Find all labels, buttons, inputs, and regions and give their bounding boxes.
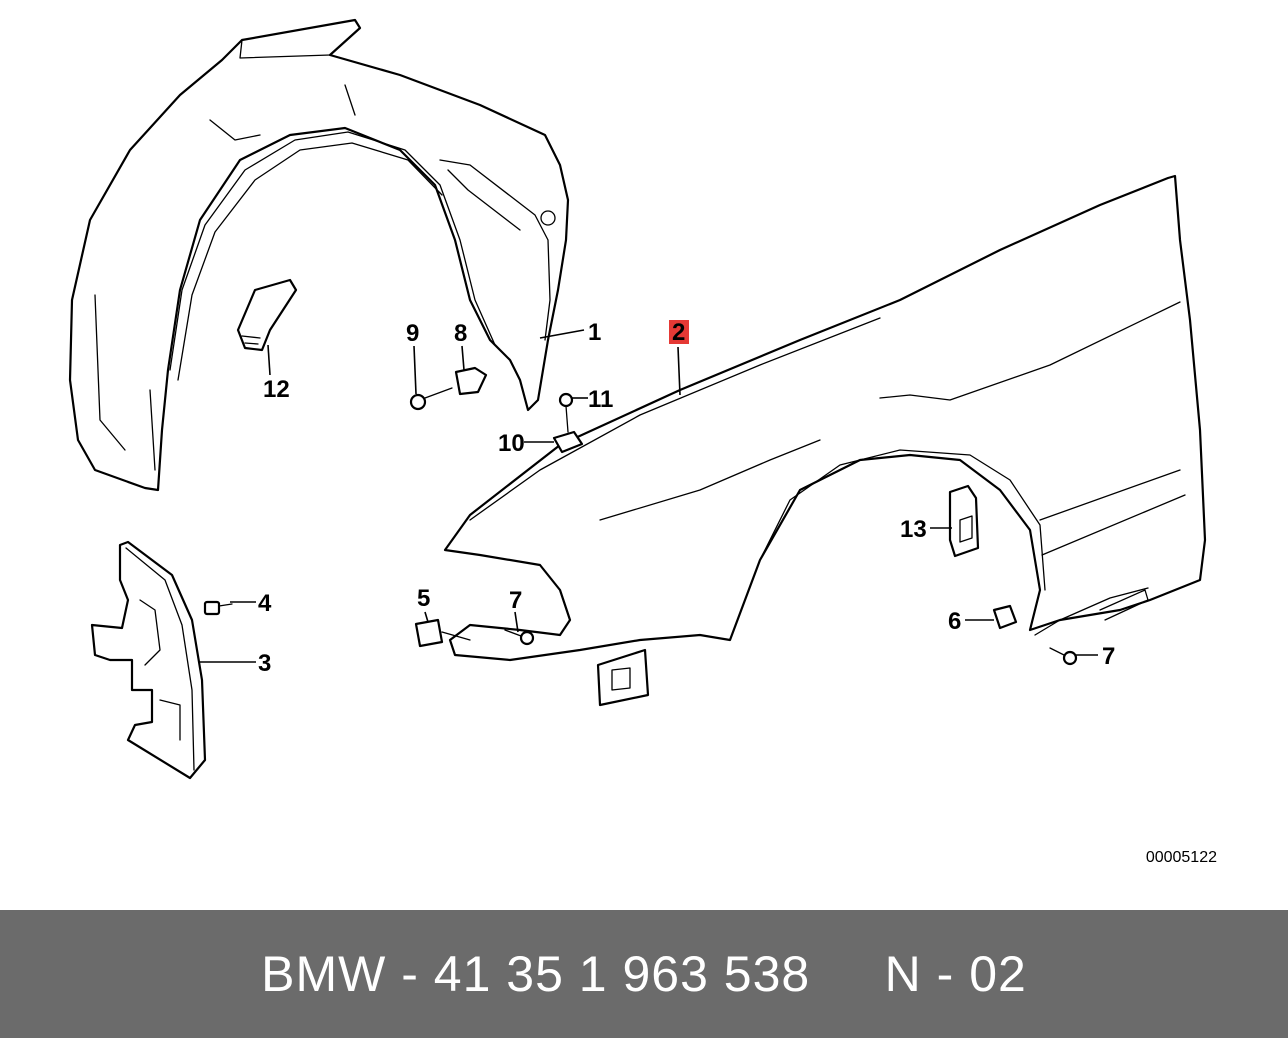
callout-7-front: 7: [509, 587, 522, 614]
clip-part-6: [992, 604, 1018, 630]
callout-11: 11: [588, 386, 613, 413]
screw-part-11: [558, 392, 574, 433]
callout-12: 12: [263, 376, 290, 403]
callout-9: 9: [406, 320, 419, 347]
fender-bracket: [596, 648, 650, 707]
callout-8: 8: [454, 320, 467, 347]
clip-part-12: [236, 278, 298, 352]
callout-6: 6: [948, 608, 961, 635]
wheel-arch-liner: [68, 18, 570, 492]
screw-part-7-rear: [1049, 647, 1078, 666]
screw-part-7-front: [504, 629, 535, 646]
nut-part-8: [454, 366, 488, 396]
callout-2: 2: [672, 319, 685, 346]
footer-bar: BMW - 41 35 1 963 538 N - 02: [0, 910, 1288, 1038]
plate-part-10: [552, 430, 584, 454]
front-fender-part-2: [443, 174, 1207, 662]
clip-part-5: [414, 618, 471, 648]
callout-13: 13: [900, 516, 927, 543]
callout-labels: 1 2 3 4 5 6 7 7 8 9 10 11 12 13: [258, 319, 1115, 677]
part-number-caption: BMW - 41 35 1 963 538 N - 02: [261, 946, 1027, 1002]
screw-part-4: [203, 600, 233, 616]
callout-4: 4: [258, 590, 272, 617]
clip-part-13: [948, 484, 980, 558]
callout-2-highlight: [669, 320, 689, 344]
callout-5: 5: [417, 585, 430, 612]
callout-7-rear: 7: [1102, 643, 1115, 670]
support-plate-part-3: [90, 540, 207, 780]
callout-3: 3: [258, 650, 271, 677]
screw-part-9: [409, 387, 453, 411]
leader-lines: [198, 329, 1098, 663]
callout-1: 1: [588, 319, 601, 346]
diagram-id: 00005122: [1146, 849, 1217, 866]
callout-10: 10: [498, 430, 525, 457]
parts-diagram: 1 2 3 4 5 6 7 7 8 9 10 11 12 13 00005122: [68, 18, 1217, 866]
